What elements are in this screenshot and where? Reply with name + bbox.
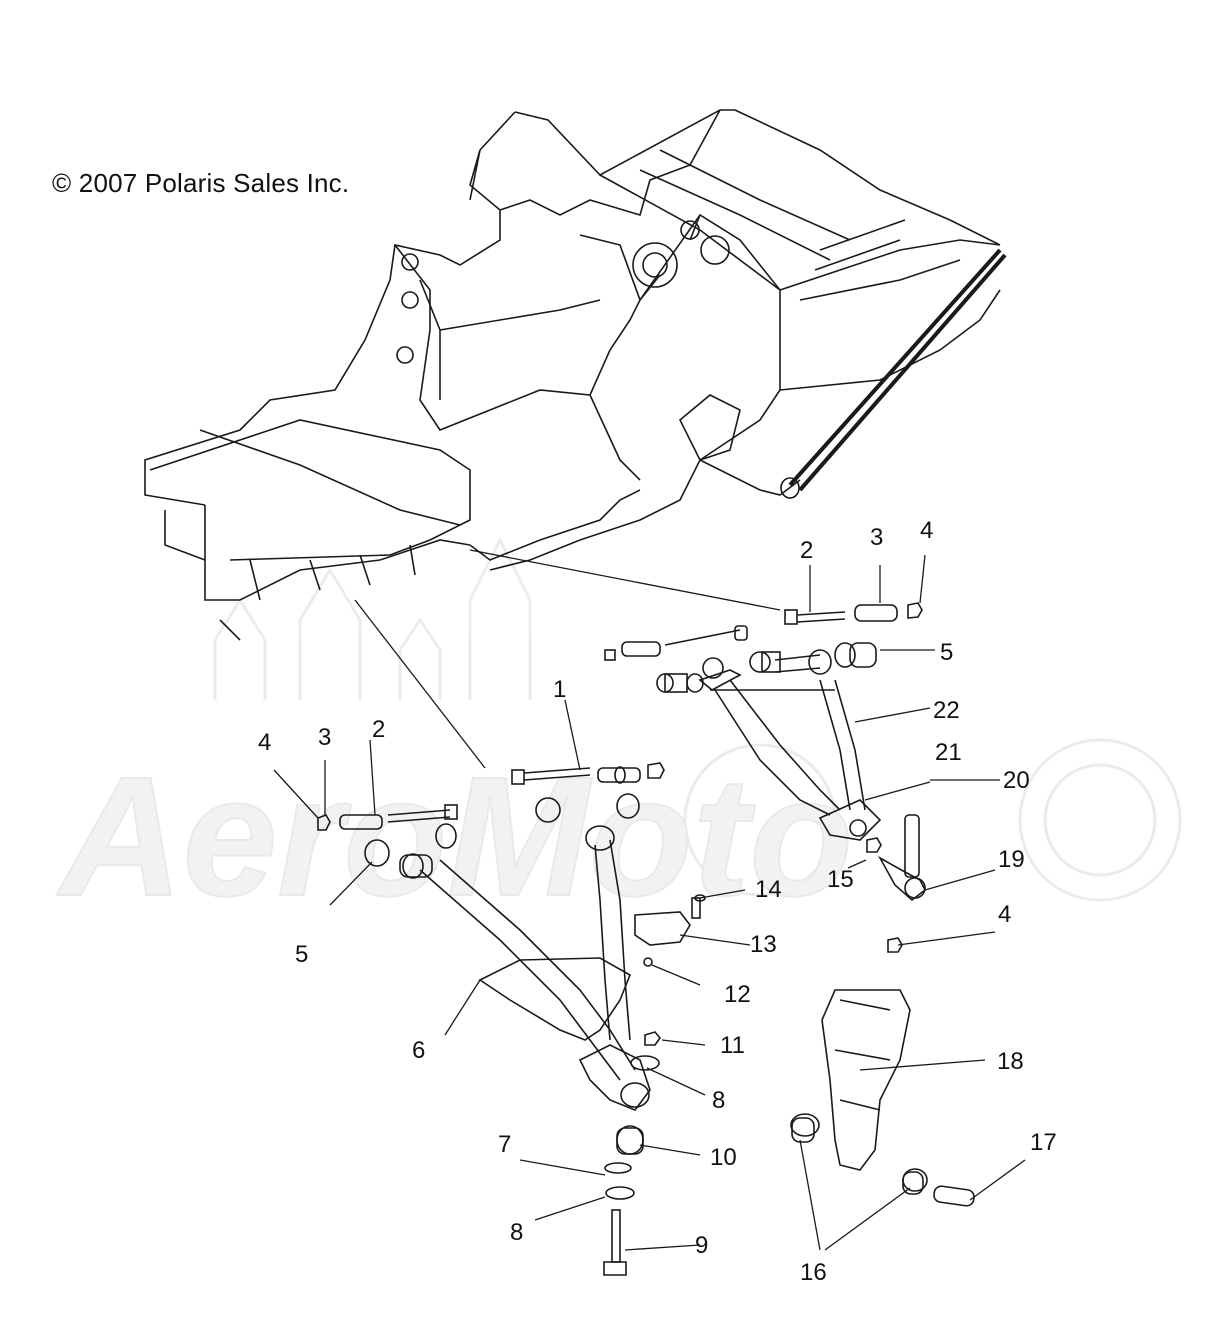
callout-21: 21 — [935, 739, 962, 766]
upper-a-arm — [604, 602, 923, 841]
callout-11: 11 — [720, 1032, 745, 1059]
callout-6: 6 — [412, 1037, 425, 1064]
callout-8-lower: 8 — [510, 1219, 523, 1246]
callout-7: 7 — [498, 1131, 511, 1158]
callout-4-lower: 4 — [258, 729, 271, 756]
callout-2-upper: 2 — [800, 537, 813, 564]
callout-4-upper: 4 — [920, 517, 933, 544]
callout-13: 13 — [750, 931, 777, 958]
callout-5-lower: 5 — [295, 941, 308, 968]
callout-5-upper: 5 — [940, 639, 953, 666]
chassis-frame — [144, 109, 1007, 641]
callout-20: 20 — [1003, 767, 1030, 794]
callout-10: 10 — [710, 1144, 737, 1171]
callout-9: 9 — [695, 1232, 708, 1259]
callout-2-lower: 2 — [372, 716, 385, 743]
callout-16: 16 — [800, 1259, 827, 1286]
callout-3-lower: 3 — [318, 724, 331, 751]
callout-4-right: 4 — [998, 901, 1011, 928]
watermark-text: AeroMoto — [56, 742, 853, 932]
lower-a-arm — [317, 762, 665, 1111]
callout-19: 19 — [998, 846, 1025, 873]
copyright-notice: © 2007 Polaris Sales Inc. — [52, 168, 350, 198]
callout-22: 22 — [933, 697, 960, 724]
callout-14: 14 — [755, 876, 782, 903]
callout-1: 1 — [553, 676, 566, 703]
callout-8-upper: 8 — [712, 1087, 725, 1114]
callout-15: 15 — [827, 866, 854, 893]
callout-labels: 1 2 2 3 3 4 4 4 5 5 6 7 8 8 9 10 11 12 1… — [258, 517, 1057, 1286]
callout-12: 12 — [724, 981, 751, 1008]
callout-18: 18 — [997, 1048, 1024, 1075]
callout-17: 17 — [1030, 1129, 1057, 1156]
watermark: AeroMoto — [55, 536, 1182, 933]
leader-lines — [273, 549, 1026, 1251]
callout-3-upper: 3 — [870, 524, 883, 551]
